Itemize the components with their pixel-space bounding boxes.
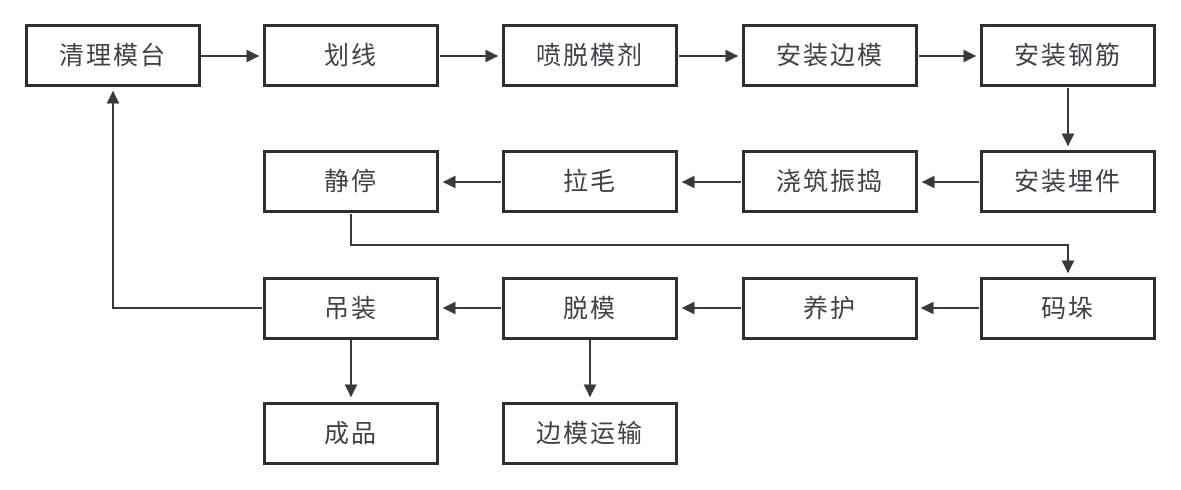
node-pour-vibrate: 浇筑振捣 bbox=[742, 150, 918, 213]
node-label: 养护 bbox=[802, 294, 857, 323]
node-install-embeds: 安装埋件 bbox=[980, 150, 1156, 213]
node-label: 吊装 bbox=[323, 294, 378, 323]
node-label: 成品 bbox=[323, 419, 378, 448]
node-label: 码垛 bbox=[1040, 294, 1095, 323]
node-stacking: 码垛 bbox=[980, 277, 1156, 340]
node-side-mold-transport: 边模运输 bbox=[502, 402, 678, 465]
node-label: 安装边模 bbox=[775, 41, 884, 70]
node-static-rest: 静停 bbox=[263, 150, 439, 213]
node-label: 脱模 bbox=[562, 294, 617, 323]
node-install-side-mold: 安装边模 bbox=[742, 24, 918, 87]
node-label: 安装钢筋 bbox=[1013, 41, 1122, 70]
node-label: 静停 bbox=[323, 167, 378, 196]
node-marking: 划线 bbox=[263, 24, 439, 87]
node-label: 清理模台 bbox=[58, 41, 167, 70]
node-curing: 养护 bbox=[742, 277, 918, 340]
node-spray-release-agent: 喷脱模剂 bbox=[502, 24, 678, 87]
node-finished-product: 成品 bbox=[263, 402, 439, 465]
node-clean-mold-table: 清理模台 bbox=[25, 24, 201, 87]
node-label: 浇筑振捣 bbox=[775, 167, 884, 196]
node-demolding: 脱模 bbox=[502, 277, 678, 340]
node-label: 划线 bbox=[323, 41, 378, 70]
node-label: 安装埋件 bbox=[1013, 167, 1122, 196]
node-install-rebar: 安装钢筋 bbox=[980, 24, 1156, 87]
arrow-hoisting-to-clean-loop bbox=[106, 90, 262, 309]
arrow-rest-to-stacking bbox=[350, 214, 1075, 274]
node-hoisting: 吊装 bbox=[263, 277, 439, 340]
node-roughening: 拉毛 bbox=[502, 150, 678, 213]
node-label: 拉毛 bbox=[562, 167, 617, 196]
node-label: 边模运输 bbox=[535, 419, 644, 448]
node-label: 喷脱模剂 bbox=[535, 41, 644, 70]
